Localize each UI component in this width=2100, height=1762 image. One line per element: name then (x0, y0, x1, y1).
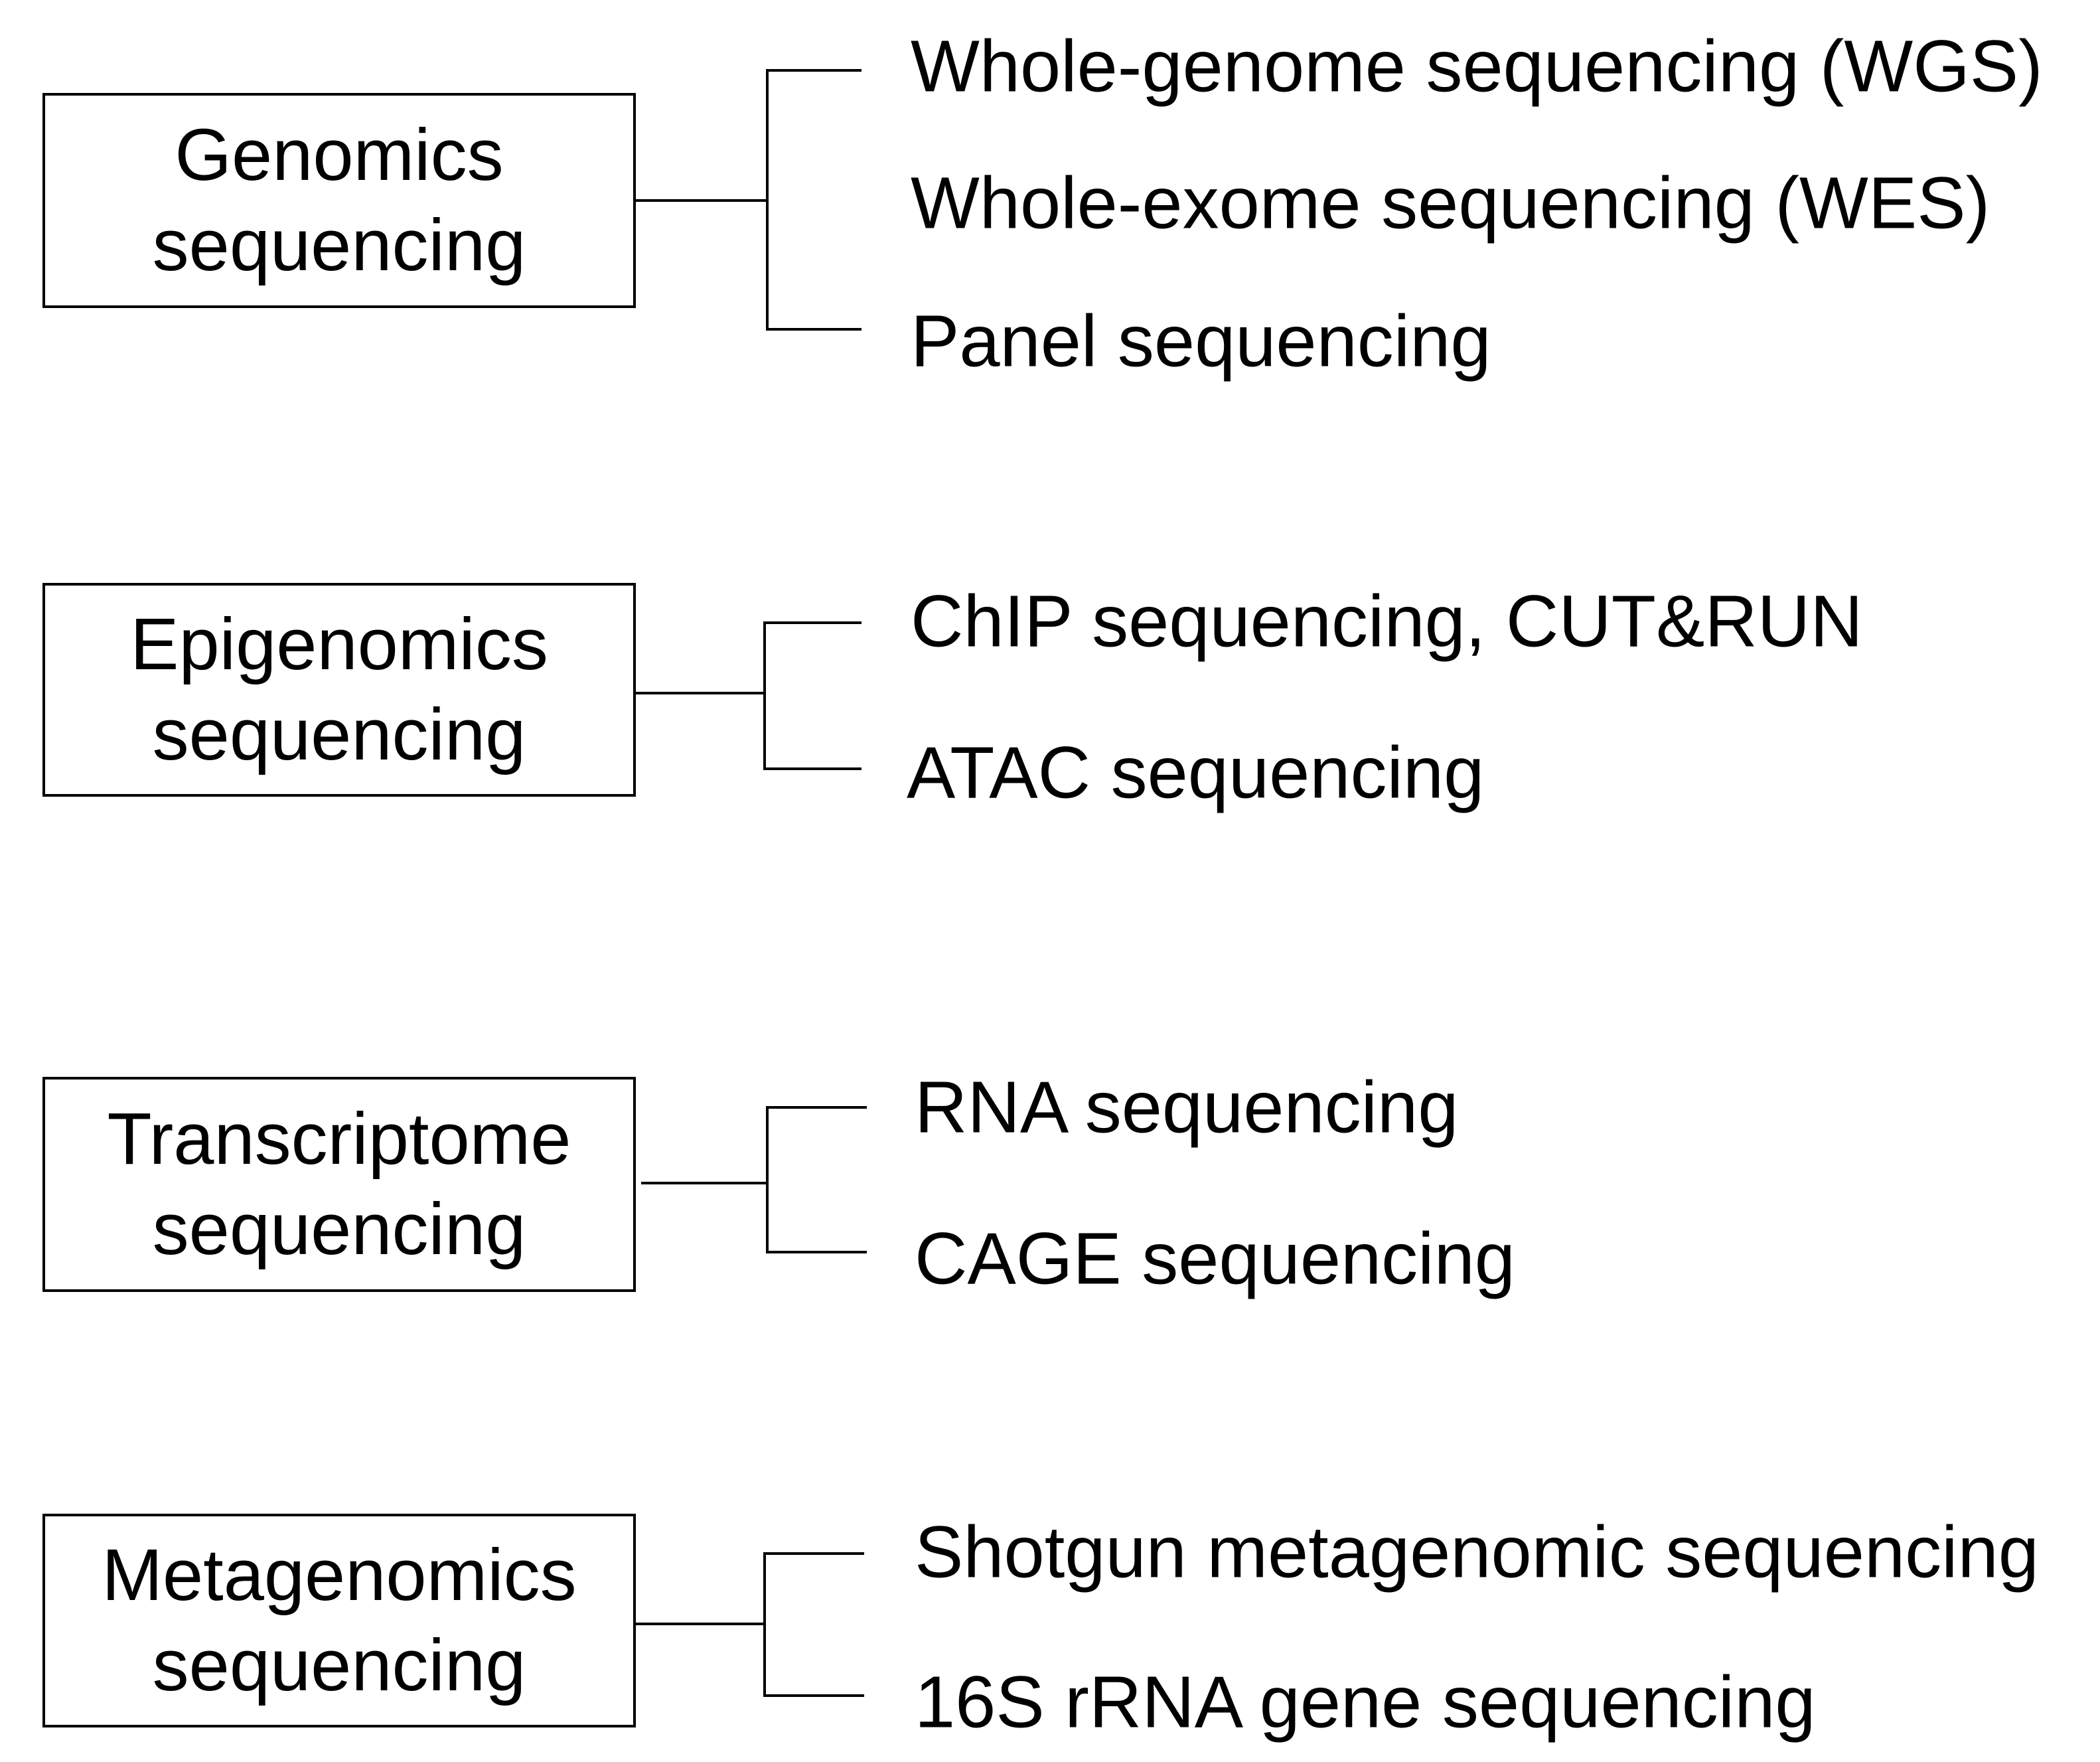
category-box-epigenomics: Epigenomics sequencing (42, 583, 636, 797)
connector-genomics-bracket (766, 69, 862, 331)
method-label-cage: CAGE sequencing (915, 1218, 1515, 1300)
category-title-line2: sequencing (152, 1188, 526, 1270)
method-label-panel: Panel sequencing (911, 300, 1491, 382)
category-box-metagenomics: Metagenomics sequencing (42, 1514, 636, 1727)
category-box-transcriptome: Transcriptome sequencing (42, 1077, 636, 1292)
connector-metagenomics-bracket (763, 1552, 864, 1697)
method-label-wes: Whole-exome sequencing (WES) (911, 162, 1990, 244)
category-box-genomics: Genomics sequencing (42, 93, 636, 308)
method-label-shotgun: Shotgun metagenomic sequencing (915, 1511, 2039, 1593)
category-title-line2: sequencing (152, 694, 526, 775)
method-label-wgs: Whole-genome sequencing (WGS) (911, 25, 2043, 108)
category-title-line1: Epigenomics (130, 603, 548, 685)
category-title-line1: Metagenomics (102, 1534, 577, 1616)
connector-epigenomics-bracket (763, 621, 862, 770)
method-label-16s: 16S rRNA gene sequencing (915, 1661, 1816, 1743)
category-title-line1: Genomics (175, 114, 504, 196)
method-label-atac: ATAC sequencing (907, 732, 1485, 814)
category-title-line1: Transcriptome (107, 1098, 571, 1180)
method-label-rna: RNA sequencing (915, 1066, 1459, 1149)
category-title-line2: sequencing (152, 204, 526, 286)
category-title-line2: sequencing (152, 1625, 526, 1706)
connector-transcriptome-bracket (766, 1106, 867, 1253)
method-label-chip: ChIP sequencing, CUT&RUN (911, 580, 1863, 663)
